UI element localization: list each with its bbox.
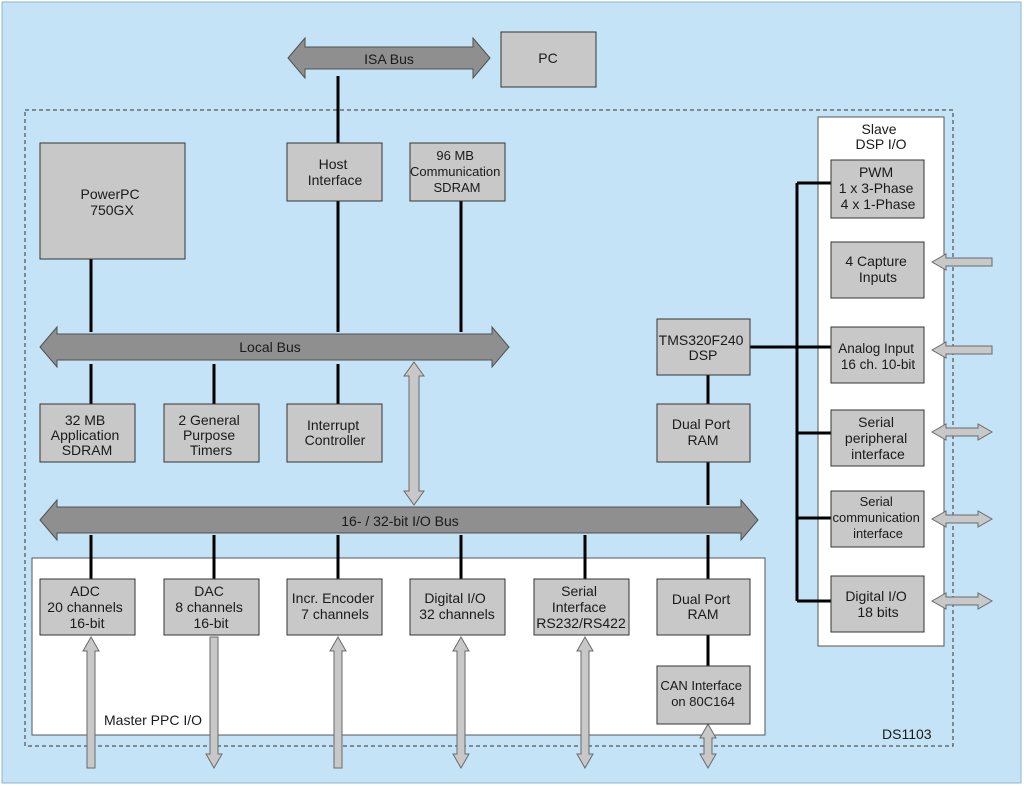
- serial-interface-arrow: [576, 635, 594, 770]
- can-interface-block: CAN Interface on 80C164: [656, 665, 751, 725]
- analog-input-arrow: [930, 341, 993, 359]
- encoder-input-arrow: [329, 635, 347, 769]
- dac-output-arrow: [205, 636, 223, 770]
- master-io-panel: [31, 557, 766, 736]
- encoder-label: Incr. Encoder 7 channels: [292, 590, 378, 622]
- serial-peripheral-label: Serial peripheral interface: [845, 414, 911, 462]
- pc-block: PC: [500, 31, 597, 88]
- capture-inputs-block: 4 Capture Inputs: [830, 241, 925, 299]
- interrupt-controller-block: Interrupt Controller: [286, 403, 383, 463]
- dual-port-ram-bottom-label: Dual Port RAM: [672, 591, 734, 622]
- interrupt-controller-label: Interrupt Controller: [305, 417, 366, 448]
- local-bus: Local Bus: [39, 325, 510, 369]
- local-bus-label: Local Bus: [239, 339, 300, 355]
- digital-io-slave-block: Digital I/O 18 bits: [830, 575, 925, 633]
- serial-peripheral-block: Serial peripheral interface: [830, 409, 925, 467]
- digital-io-slave-label: Digital I/O 18 bits: [845, 588, 910, 620]
- timers-block: 2 General Purpose Timers: [163, 403, 260, 463]
- pwm-label: PWM 1 x 3-Phase 4 x 1-Phase: [839, 164, 918, 212]
- isa-bus: ISA Bus: [287, 36, 491, 80]
- dsp-label: TMS320F240 DSP: [659, 332, 748, 363]
- serial-interface-label: Serial Interface RS232/RS422: [536, 583, 626, 631]
- digital-io-arrow: [452, 635, 470, 770]
- isa-bus-label: ISA Bus: [364, 51, 414, 67]
- pwm-block: PWM 1 x 3-Phase 4 x 1-Phase: [830, 159, 925, 219]
- slave-port-arrows: [930, 253, 994, 610]
- digital-io-slave-arrow: [930, 592, 994, 610]
- io-bus-label: 16- / 32-bit I/O Bus: [341, 513, 459, 529]
- serial-communication-block: Serial communication interface: [830, 490, 925, 548]
- dual-port-ram-top-label: Dual Port RAM: [672, 416, 734, 448]
- dual-port-ram-bottom-block: Dual Port RAM: [656, 578, 751, 636]
- can-interface-label: CAN Interface on 80C164: [660, 678, 745, 709]
- can-port-arrow: [699, 722, 717, 770]
- dual-port-ram-top-block: Dual Port RAM: [656, 403, 751, 463]
- connection-lines: [89, 76, 831, 666]
- host-interface-label: Host Interface: [308, 156, 363, 188]
- board-label: DS1103: [882, 726, 932, 742]
- powerpc-label: PowerPC 750GX: [80, 186, 143, 218]
- adc-input-arrow: [82, 635, 100, 769]
- analog-input-label: Analog Input 16 ch. 10-bit: [838, 341, 918, 372]
- serial-communication-label: Serial communication interface: [832, 494, 923, 541]
- bus-bridge-arrow: [403, 361, 425, 506]
- analog-input-block: Analog Input 16 ch. 10-bit: [830, 326, 925, 384]
- powerpc-block: PowerPC 750GX: [39, 142, 186, 260]
- comm-sdram-label: 96 MB Communication SDRAM: [410, 148, 504, 195]
- serial-interface-block: Serial Interface RS232/RS422: [533, 578, 630, 636]
- timers-label: 2 General Purpose Timers: [178, 412, 243, 458]
- master-port-arrows: [82, 635, 717, 770]
- slave-io-title: Slave DSP I/O: [855, 121, 906, 152]
- capture-input-arrow: [930, 253, 993, 271]
- digital-io-master-label: Digital I/O 32 channels: [419, 590, 495, 622]
- dac-block: DAC 8 channels 16-bit: [163, 578, 260, 636]
- capture-inputs-label: 4 Capture Inputs: [845, 253, 910, 285]
- host-interface-block: Host Interface: [286, 142, 383, 202]
- pc-label: PC: [538, 50, 557, 66]
- serial-comm-arrow: [930, 510, 994, 528]
- adc-label: ADC 20 channels 16-bit: [47, 583, 126, 631]
- encoder-block: Incr. Encoder 7 channels: [286, 578, 383, 636]
- comm-sdram-block: 96 MB Communication SDRAM: [409, 142, 506, 202]
- io-bus: 16- / 32-bit I/O Bus: [39, 498, 759, 542]
- app-sdram-block: 32 MB Application SDRAM: [39, 403, 136, 463]
- digital-io-master-block: Digital I/O 32 channels: [409, 578, 506, 636]
- master-io-label: Master PPC I/O: [104, 712, 202, 728]
- app-sdram-label: 32 MB Application SDRAM: [51, 412, 123, 458]
- dac-label: DAC 8 channels 16-bit: [175, 583, 247, 631]
- serial-periph-arrow: [930, 423, 994, 441]
- adc-block: ADC 20 channels 16-bit: [39, 578, 136, 636]
- dsp-block: TMS320F240 DSP: [656, 318, 751, 376]
